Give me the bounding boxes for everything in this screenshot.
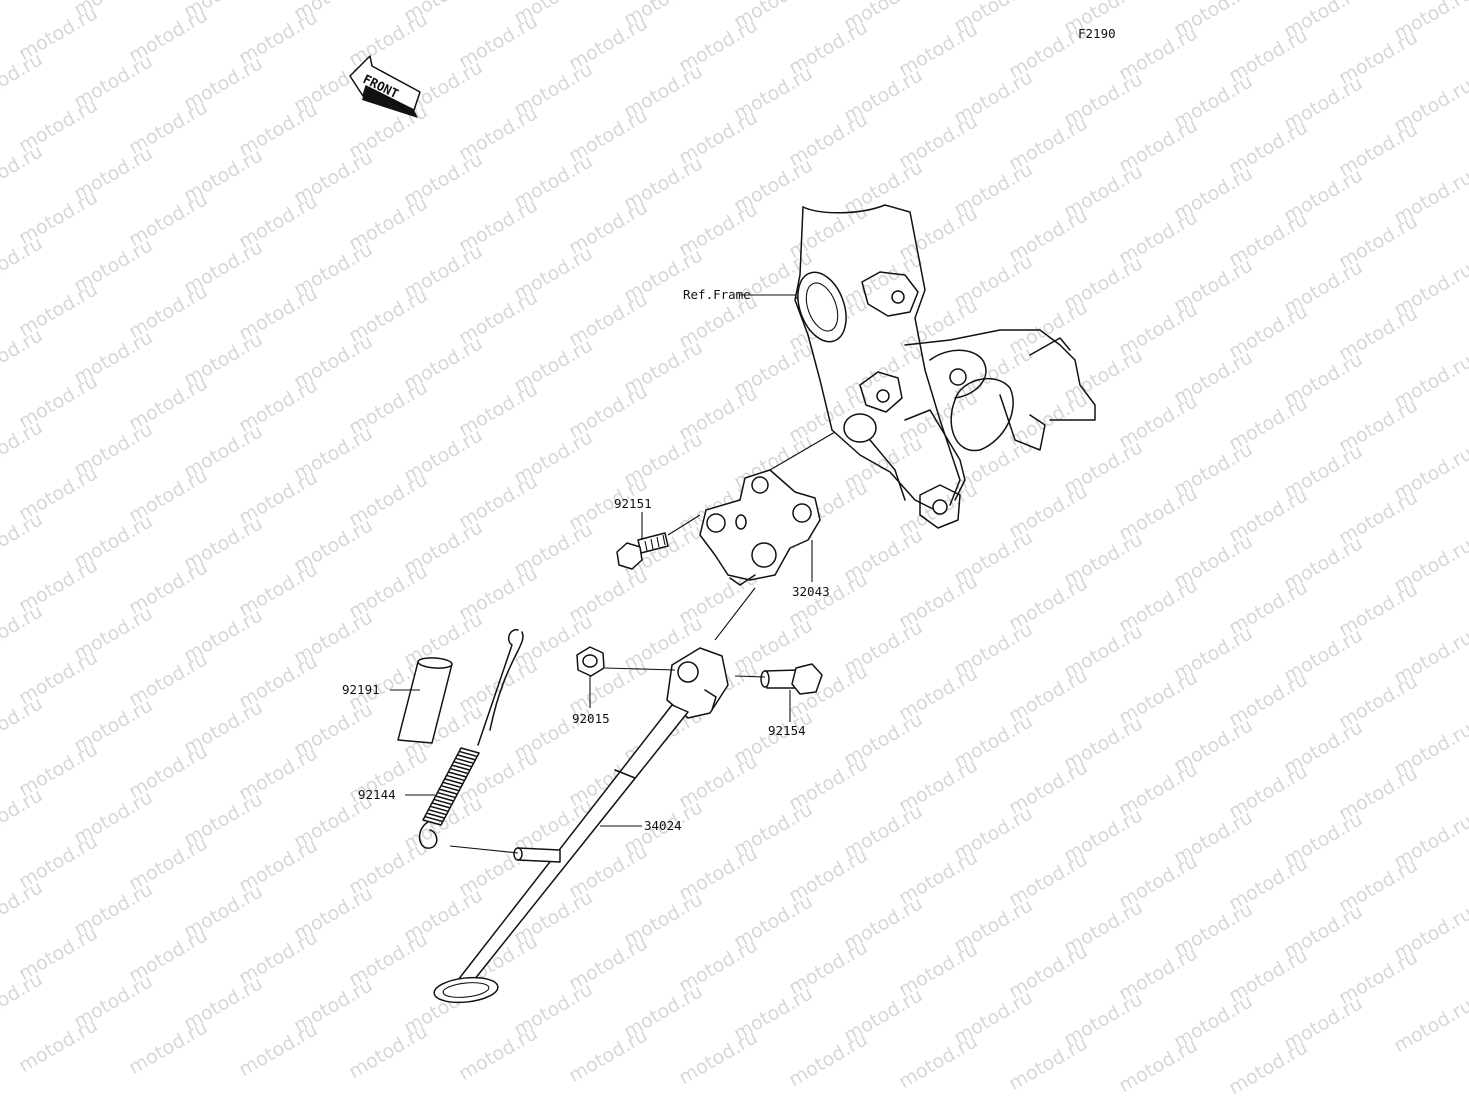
- label-92144: 92144: [358, 787, 396, 802]
- spring-92144: [418, 629, 524, 849]
- pin: [513, 847, 561, 863]
- label-92154: 92154: [768, 723, 806, 738]
- side-stand-34024: [433, 647, 729, 1004]
- bolt-92151: [616, 532, 669, 570]
- label-92151: 92151: [614, 496, 652, 511]
- tube-92191: [397, 657, 453, 744]
- front-arrow-icon: FRONT: [349, 55, 421, 118]
- label-92191: 92191: [342, 682, 380, 697]
- label-34024: 34024: [644, 818, 682, 833]
- bolt-92154: [760, 663, 823, 695]
- leader-lines: [390, 294, 836, 854]
- bracket-32043: [699, 469, 821, 586]
- label-92015: 92015: [572, 711, 610, 726]
- label-32043: 32043: [792, 584, 830, 599]
- diagram-code: F2190: [1078, 26, 1116, 41]
- frame-part: [794, 204, 1096, 529]
- label-ref-frame: Ref.Frame: [683, 287, 751, 302]
- nut-92015: [576, 646, 605, 677]
